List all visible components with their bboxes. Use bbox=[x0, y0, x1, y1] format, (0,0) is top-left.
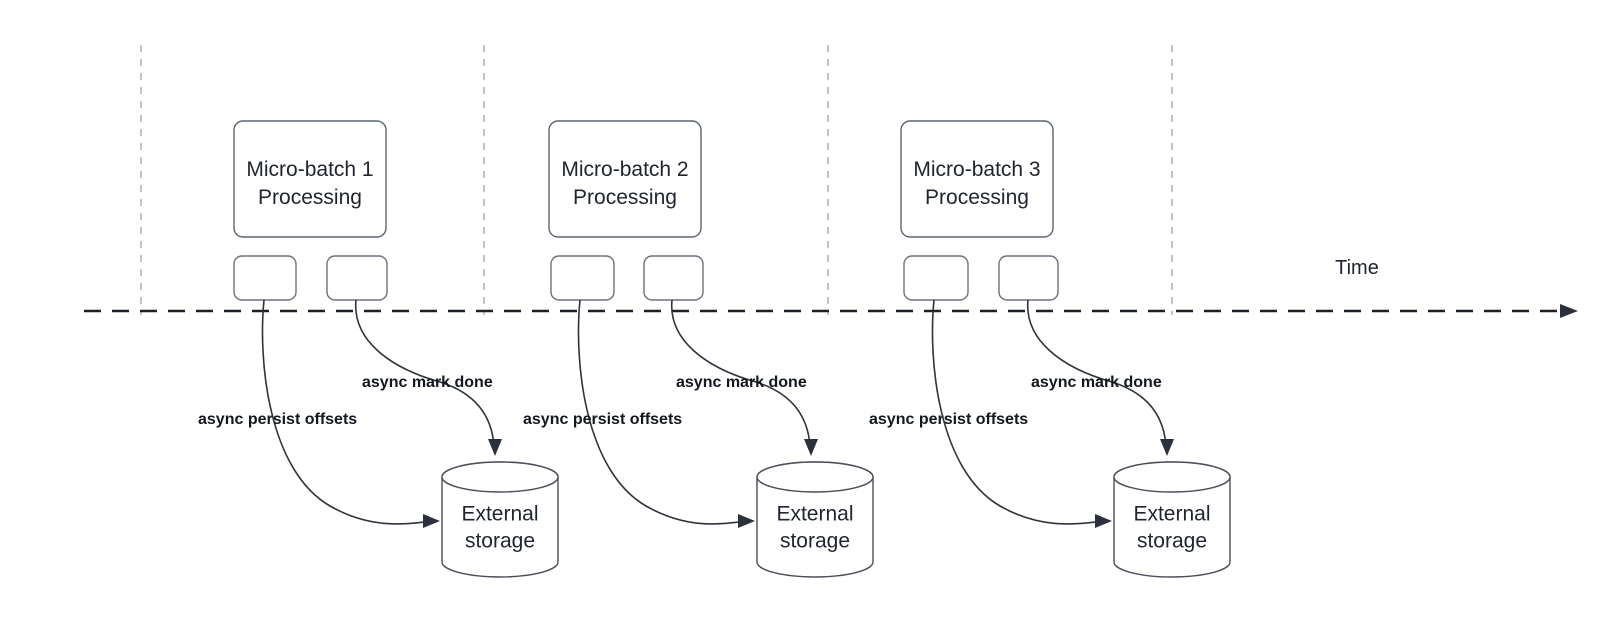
task-box-2a[interactable] bbox=[550, 255, 615, 301]
micro-batch-label-line1-1: Micro-batch 1 bbox=[246, 158, 373, 181]
async-mark-done-2-arrow-icon bbox=[804, 439, 818, 456]
async-persist-offsets-1-arrow-icon bbox=[423, 514, 440, 528]
external-storage-cylinder-top-3 bbox=[1113, 461, 1231, 493]
async-mark-done-3-label: async mark done bbox=[1031, 374, 1162, 391]
async-persist-offsets-2-curve bbox=[577, 299, 748, 525]
async-persist-offsets-2-label: async persist offsets bbox=[523, 411, 682, 428]
external-storage-label-line2-3: storage bbox=[1137, 530, 1207, 553]
external-storage-cylinder-top-2 bbox=[756, 461, 874, 493]
external-storage-label-line2-1: storage bbox=[465, 530, 535, 553]
task-box-2b[interactable] bbox=[643, 255, 704, 301]
async-persist-offsets-1-label: async persist offsets bbox=[198, 411, 357, 428]
external-storage-label-line1-1: External bbox=[461, 503, 538, 526]
external-storage-label-line2-2: storage bbox=[780, 530, 850, 553]
micro-batch-label-line2-1: Processing bbox=[258, 186, 362, 209]
async-mark-done-3-arrow-icon bbox=[1160, 439, 1174, 456]
task-box-3b[interactable] bbox=[998, 255, 1059, 301]
async-persist-offsets-1-curve bbox=[261, 299, 433, 525]
async-mark-done-2-label: async mark done bbox=[676, 374, 807, 391]
micro-batch-box-3[interactable] bbox=[900, 120, 1054, 238]
async-persist-offsets-3-arrow-icon bbox=[1095, 514, 1112, 528]
time-axis-label: Time bbox=[1335, 257, 1379, 279]
external-storage-cylinder-top-1 bbox=[441, 461, 559, 493]
async-mark-done-2-curve bbox=[671, 299, 811, 447]
micro-batch-label-line2-3: Processing bbox=[925, 186, 1029, 209]
async-persist-offsets-3-label: async persist offsets bbox=[869, 411, 1028, 428]
async-mark-done-1-curve bbox=[355, 299, 495, 447]
external-storage-label-line1-2: External bbox=[776, 503, 853, 526]
task-box-3a[interactable] bbox=[903, 255, 969, 301]
timeline-arrow-icon bbox=[1560, 304, 1578, 318]
task-box-1b[interactable] bbox=[326, 255, 388, 301]
async-mark-done-1-arrow-icon bbox=[488, 439, 502, 456]
async-mark-done-3-curve bbox=[1027, 299, 1167, 447]
async-persist-offsets-3-curve bbox=[931, 299, 1105, 525]
micro-batch-label-line1-3: Micro-batch 3 bbox=[913, 158, 1040, 181]
micro-batch-box-1[interactable] bbox=[233, 120, 387, 238]
external-storage-label-line1-3: External bbox=[1133, 503, 1210, 526]
micro-batch-label-line2-2: Processing bbox=[573, 186, 677, 209]
async-mark-done-1-label: async mark done bbox=[362, 374, 493, 391]
micro-batch-box-2[interactable] bbox=[548, 120, 702, 238]
micro-batch-label-line1-2: Micro-batch 2 bbox=[561, 158, 688, 181]
async-persist-offsets-2-arrow-icon bbox=[738, 514, 755, 528]
task-box-1a[interactable] bbox=[233, 255, 297, 301]
